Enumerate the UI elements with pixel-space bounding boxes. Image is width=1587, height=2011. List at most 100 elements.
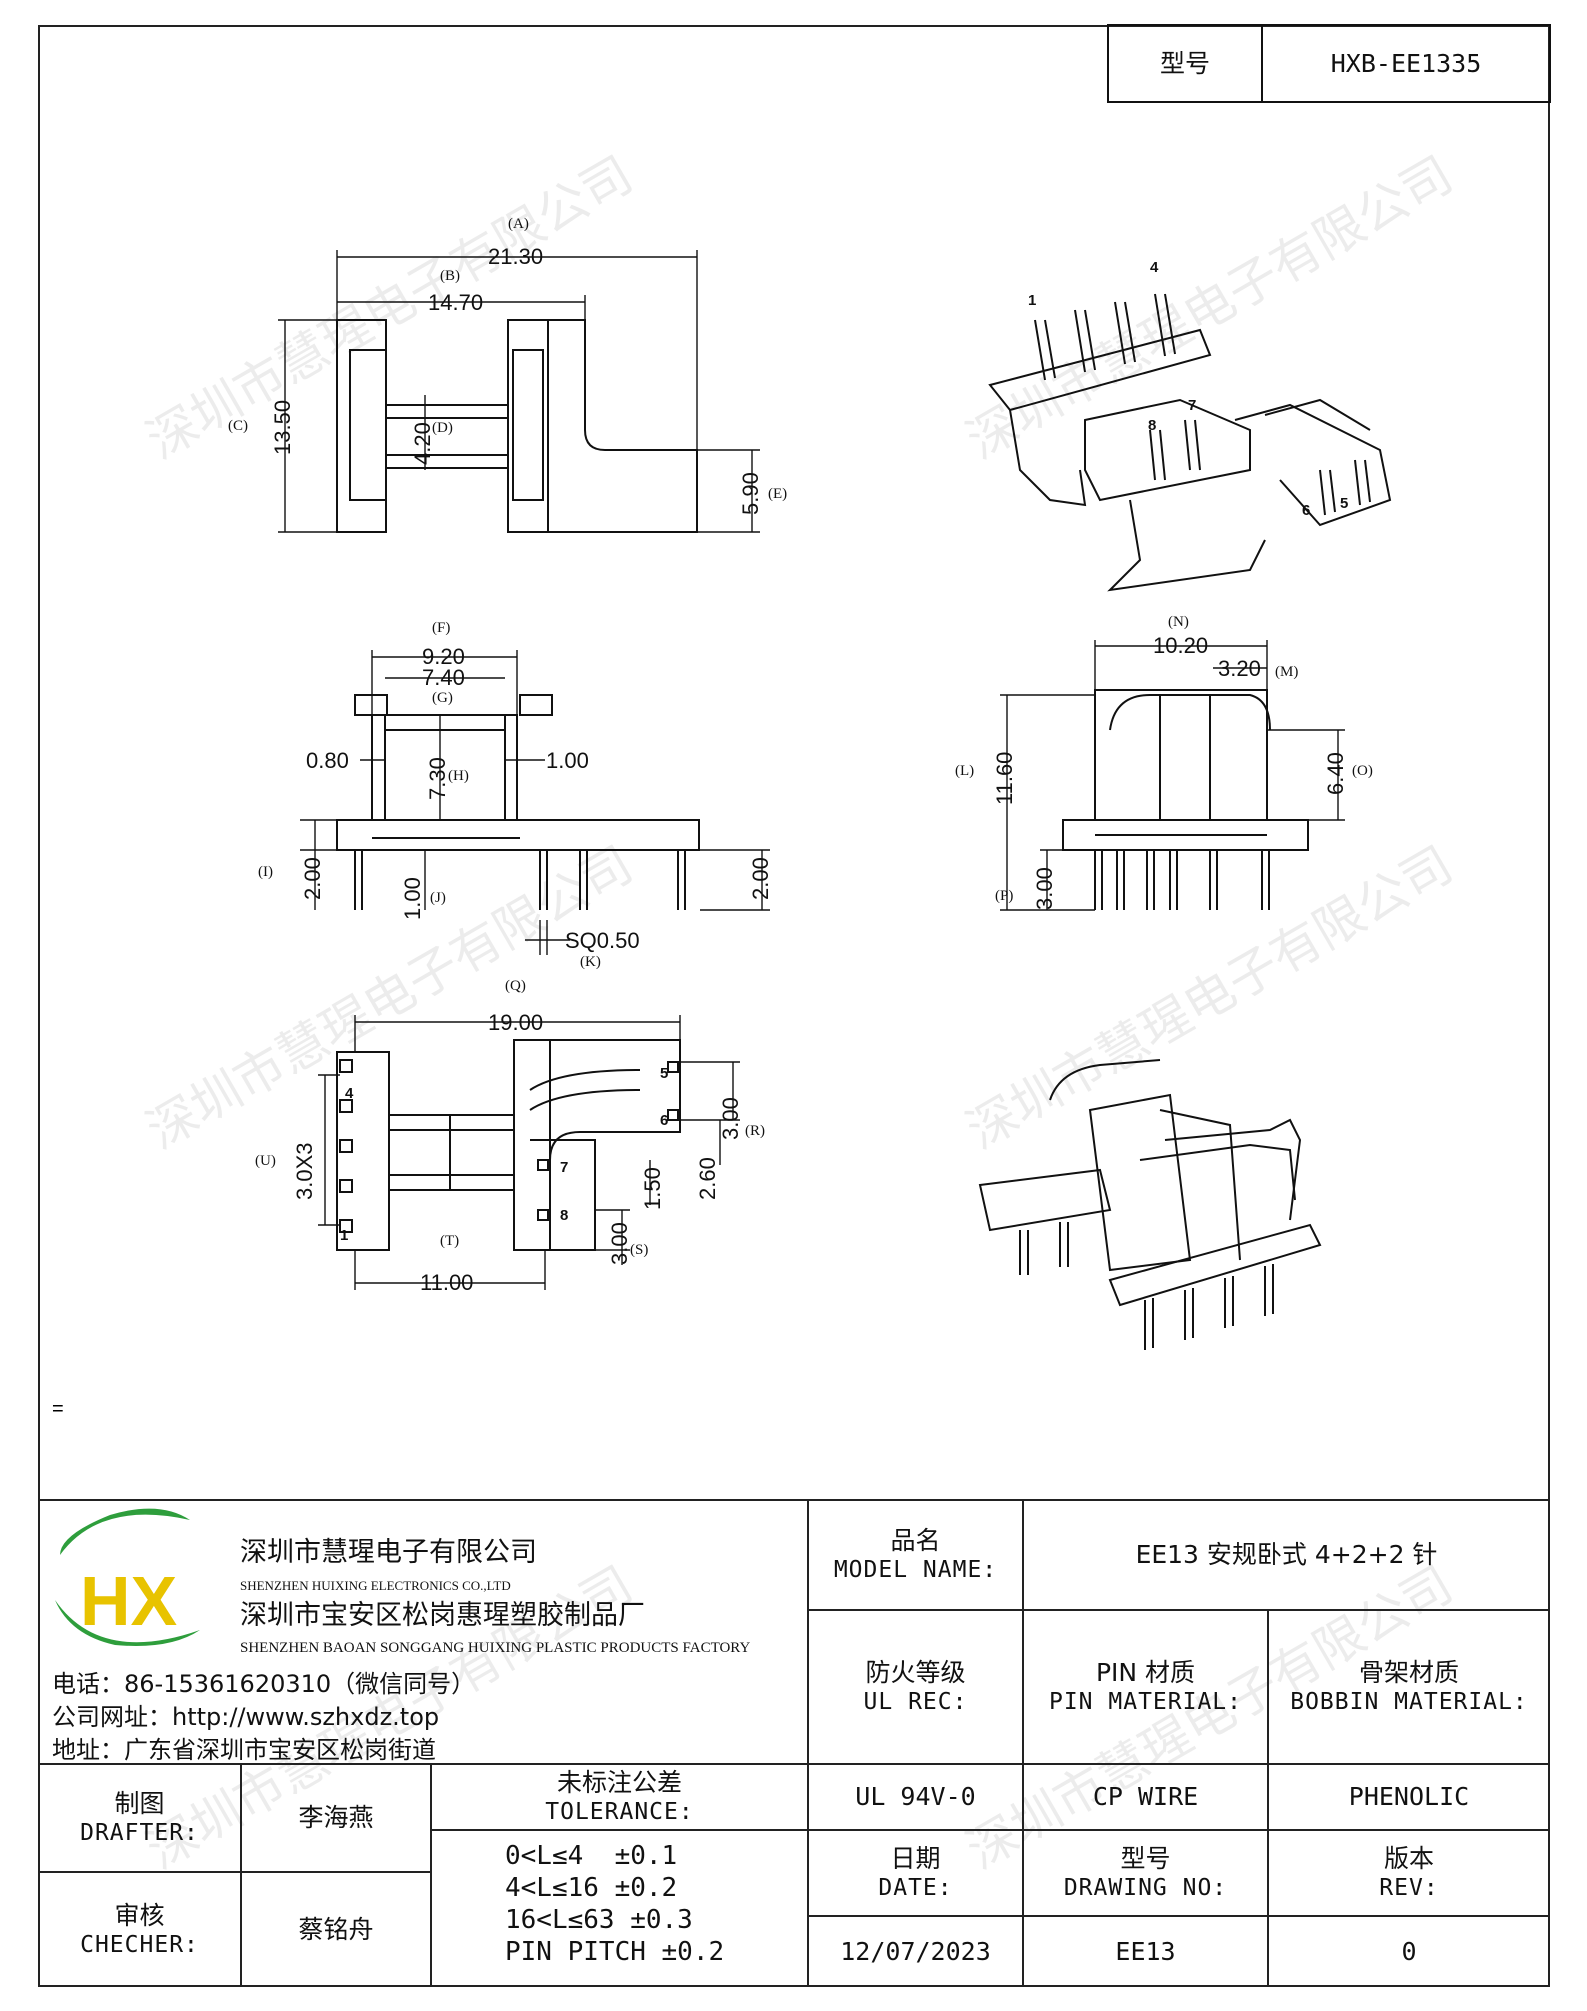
dim-T-value: 11.00 [420,1270,473,1295]
isometric-top-view [988,293,1392,592]
dim-B-label: (B) [440,268,460,284]
tolerance-row: 16<L≤63 ±0.3 [505,1905,693,1935]
date-label-cn: 日期 [890,1844,941,1873]
pin-squares [339,1059,679,1233]
dim-Q-label: (Q) [505,978,526,994]
model-name-value: EE13 安规卧式 4+2+2 针 [1135,1540,1438,1570]
dim-K-value: SQ0.50 [565,928,640,953]
logo-letters: HX [80,1562,178,1640]
dim-Q-value: 19.00 [488,1010,543,1035]
dim-P-value: 3.00 [1032,867,1057,910]
dim-H-label: (H) [448,768,469,784]
bobbin-material-label: 骨架材质 BOBBIN MATERIAL: [1268,1610,1550,1764]
date-label: 日期 DATE: [808,1830,1023,1916]
dim-R-label: (R) [745,1123,765,1139]
pin-number: 1 [340,1227,348,1244]
company-website[interactable]: 公司网址：http://www.szhxdz.top [52,1703,440,1731]
rev-label-en: REV: [1379,1875,1439,1902]
rev-label-cn: 版本 [1383,1844,1434,1873]
drafter-name: 李海燕 [298,1803,374,1833]
ul-rec-value: UL 94V-0 [855,1782,976,1812]
pin-number: 4 [1150,259,1159,276]
date-label-en: DATE: [878,1875,953,1902]
dim-150-value: 1.50 [640,1167,665,1210]
bobbin-material-label-en: BOBBIN MATERIAL: [1290,1689,1528,1716]
dim-O-label: (O) [1352,763,1373,779]
dim-M-label: (M) [1275,664,1298,680]
tolerance-label: 未标注公差 TOLERANCE: [431,1764,808,1830]
dim-T-label: (T) [440,1233,459,1249]
checker-label-en: CHECHER: [80,1931,199,1958]
dim-O-value: 6.40 [1323,752,1348,795]
drawing-sheet [38,25,1550,1987]
drawing-no-label: 型号 DRAWING NO: [1023,1830,1268,1916]
pin-number: 6 [1302,502,1310,519]
model-name-label-cn: 品名 [890,1526,941,1555]
tolerance-row: PIN PITCH ±0.2 [505,1937,725,1967]
company-name-en: SHENZHEN HUIXING ELECTRONICS CO.,LTD [240,1578,511,1593]
company-name-cn: 深圳市慧瑆电子有限公司 [240,1537,537,1568]
bobbin-material-value: PHENOLIC [1348,1782,1470,1812]
dim-J-value: 1.00 [400,877,425,920]
dim-N-label: (N) [1168,614,1189,630]
model-name-label: 品名 MODEL NAME: [808,1500,1023,1610]
drafter-label-en: DRAFTER: [80,1820,199,1847]
drawing-no-label-cn: 型号 [1120,1844,1171,1873]
tolerance-row: 4<L≤16 ±0.2 [505,1873,678,1903]
dim-G-value: 7.40 [422,665,465,690]
pin-material-label: PIN 材质 PIN MATERIAL: [1023,1610,1268,1764]
dim-L-label: (L) [955,763,974,779]
dim-G-label: (G) [432,690,453,706]
pin-number: 5 [660,1065,668,1082]
company-logo: HX [55,1508,200,1646]
dim-L-value: 11.60 [992,752,1017,805]
dim-E-value: 5.90 [738,472,763,515]
bobbin-material-label-cn: 骨架材质 [1358,1658,1459,1687]
drawing-no-value: EE13 [1115,1936,1176,1966]
pin-number: 8 [560,1207,568,1224]
ul-rec-label-cn: 防火等级 [865,1658,966,1687]
checker-label-cn: 审核 [114,1900,165,1930]
date-value: 12/07/2023 [840,1936,991,1966]
rev-label: 版本 REV: [1268,1830,1550,1916]
pin-numbers: 1 4 8 7 6 5 4 1 5 6 7 8 [340,259,1348,1244]
tolerance-label-cn: 未标注公差 [556,1768,682,1797]
title-block-grid [38,1499,1550,1987]
dim-J-label: (J) [430,890,446,906]
bottom-view [336,1039,681,1251]
dim-200-right-value: 2.00 [748,857,773,900]
dim-M-value: 3.20 [1218,656,1261,681]
dim-A-label: (A) [508,216,529,232]
dim-B-value: 14.70 [428,290,483,315]
top-view [336,319,698,533]
company-phone: 电话：86-15361620310（微信同号） [52,1670,476,1698]
dim-N-value: 10.20 [1153,633,1208,658]
rev-value: 0 [1401,1936,1417,1966]
dim-F-value: 9.20 [422,644,465,669]
pin-material-value: CP WIRE [1092,1782,1199,1812]
dim-C-value: 13.50 [270,400,295,455]
pin-number: 7 [1188,397,1196,414]
model-value: HXB-EE1335 [1330,48,1482,78]
pin-material-label-cn: PIN 材质 [1095,1658,1196,1687]
dim-D-label: (D) [432,420,453,436]
dim-U-value: 3.0X3 [292,1143,317,1201]
dim-E-label: (E) [768,486,787,502]
dim-C-label: (C) [228,418,248,434]
drawing-no-label-en: DRAWING NO: [1063,1875,1228,1902]
drafter-label: 制图 DRAFTER: [38,1764,241,1872]
dim-I-value: 2.00 [300,857,325,900]
dim-P-label: (P) [995,888,1013,904]
drafter-label-cn: 制图 [114,1789,165,1818]
pin-material-label-en: PIN MATERIAL: [1048,1689,1242,1716]
tolerance-row: 0<L≤4 ±0.1 [505,1841,678,1871]
pin-number: 1 [1028,292,1036,309]
tolerance-table: 0<L≤4 ±0.1 4<L≤16 ±0.2 16<L≤63 ±0.3 PIN … [505,1840,724,1968]
pin-number: 7 [560,1159,568,1176]
dimension-labels: (A) 21.30 (B) 14.70 (C) 13.50 (D) 4.20 (… [228,216,1373,1295]
pin-number: 5 [1340,495,1348,512]
pin-number: 6 [660,1112,668,1129]
front-view [336,694,700,910]
dim-U-label: (U) [255,1153,276,1169]
